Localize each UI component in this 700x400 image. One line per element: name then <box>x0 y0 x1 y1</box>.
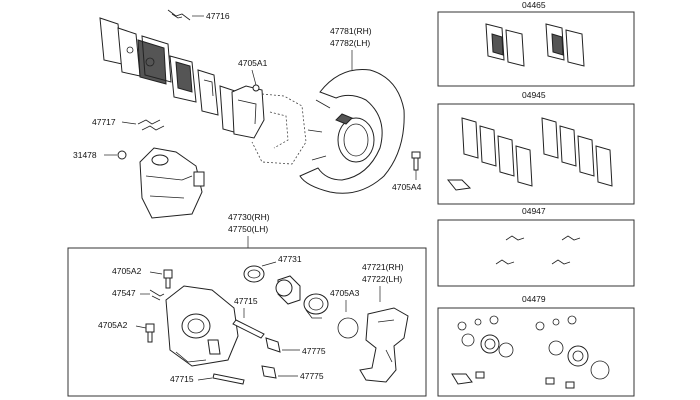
label-47750: 47750(LH) <box>228 224 268 234</box>
kit-04479-seals <box>451 315 610 389</box>
kit-code-04945: 04945 <box>522 90 546 100</box>
kit-04465-pads <box>485 23 585 67</box>
kit-box-04465 <box>437 11 635 87</box>
caliper-assembly-parts: 4705A2 47547 4705A2 47731 47715 <box>98 254 409 385</box>
label-4705A1: 4705A1 <box>238 58 268 68</box>
label-47730: 47730(RH) <box>228 212 270 222</box>
label-47715-lower: 47715 <box>170 374 194 384</box>
label-47731: 47731 <box>278 254 302 264</box>
label-47775-upper: 47775 <box>302 346 326 356</box>
kit-box-04479 <box>437 307 635 397</box>
kit-code-04465: 04465 <box>522 0 546 10</box>
label-47715-upper: 47715 <box>234 296 258 306</box>
pad-wear-shim-4705A1: 4705A1 <box>231 58 307 165</box>
label-4705A2-lower: 4705A2 <box>98 320 128 330</box>
kit-code-04947: 04947 <box>522 206 546 216</box>
dust-shield-47781: 47781(RH) 47782(LH) <box>299 26 405 194</box>
label-47782: 47782(LH) <box>330 38 370 48</box>
kit-box-04947 <box>437 219 635 287</box>
label-47775-lower: 47775 <box>300 371 324 381</box>
label-4705A2-upper: 4705A2 <box>112 266 142 276</box>
kit-code-04479: 04479 <box>522 294 546 304</box>
caliper-31478: 31478 <box>73 147 205 219</box>
label-47547: 47547 <box>112 288 136 298</box>
clip-47717: 47717 <box>92 117 165 131</box>
label-4705A4: 4705A4 <box>392 182 422 192</box>
caliper-assembly-box <box>67 247 427 397</box>
label-47721: 47721(RH) <box>362 262 404 272</box>
label-47716: 47716 <box>206 11 230 21</box>
label-47717: 47717 <box>92 117 116 127</box>
bolt-4705A4: 4705A4 <box>392 151 422 192</box>
label-4705A3: 4705A3 <box>330 288 360 298</box>
label-47722: 47722(LH) <box>362 274 402 284</box>
label-47781: 47781(RH) <box>330 26 372 36</box>
kit-box-04945 <box>437 103 635 205</box>
label-31478: 31478 <box>73 150 97 160</box>
kit-04947-clips <box>495 235 581 265</box>
brake-pad-set <box>99 17 242 135</box>
clip-47716: 47716 <box>167 9 230 21</box>
kit-04945-shims <box>446 117 613 191</box>
